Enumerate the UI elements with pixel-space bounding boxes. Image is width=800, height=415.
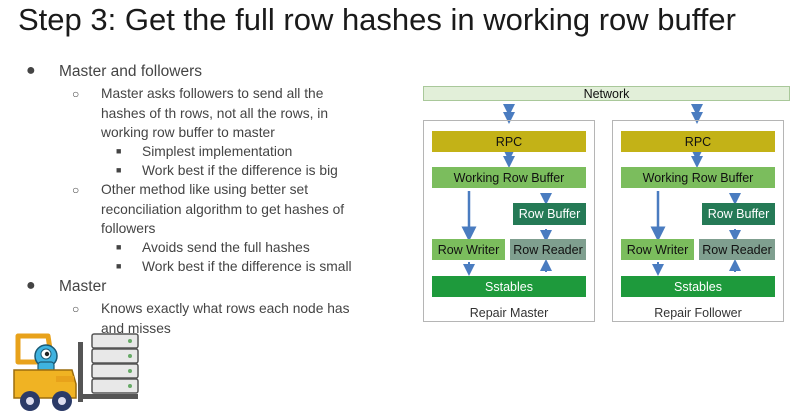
sstables-box: Sstables xyxy=(621,276,775,297)
row-writer-box: Row Writer xyxy=(432,239,505,260)
bullet-work-best-big: Work best if the difference is big xyxy=(142,163,338,178)
forklift-robot-icon xyxy=(13,333,139,411)
bullet-marker: ○ xyxy=(72,183,80,197)
bullet-marker: ○ xyxy=(72,302,80,316)
row-buffer-box: Row Buffer xyxy=(513,203,586,225)
bullet-work-best-small: Work best if the difference is small xyxy=(142,259,352,274)
bullet-text-line: Knows exactly what rows each node has xyxy=(101,301,350,316)
bullet-marker: ■ xyxy=(116,261,122,271)
repair-master-node: Repair Master xyxy=(423,120,595,322)
bullet-marker: ● xyxy=(26,277,36,294)
node-label: Repair Master xyxy=(469,306,549,320)
bullet-master: Master xyxy=(59,278,107,295)
bullet-text-line: working row buffer to master xyxy=(101,125,275,140)
server-stack-icon xyxy=(91,333,139,394)
bullet-marker: ■ xyxy=(116,146,122,156)
bullet-marker: ■ xyxy=(116,242,122,252)
row-buffer-box: Row Buffer xyxy=(702,203,775,225)
bullet-text-line: and misses xyxy=(101,320,171,336)
repair-follower-node: Repair Follower xyxy=(612,120,784,322)
bullet-marker: ○ xyxy=(72,87,80,101)
follower-arrows xyxy=(650,104,741,276)
bullet-marker: ■ xyxy=(116,165,122,175)
bullet-master-and-followers: Master and followers xyxy=(59,63,203,80)
bullet-text-line: hashes of th rows, not all the rows, in xyxy=(101,105,328,121)
rpc-box: RPC xyxy=(621,131,775,152)
bullet-marker: ● xyxy=(26,62,36,79)
row-writer-box: Row Writer xyxy=(621,239,694,260)
bullet-text-line: Other method like using better set xyxy=(101,182,309,197)
master-arrows xyxy=(461,104,552,276)
network-bar: Network xyxy=(423,86,790,101)
working-row-buffer-box: Working Row Buffer xyxy=(432,167,586,188)
row-reader-box: Row Reader xyxy=(699,239,775,260)
rpc-box: RPC xyxy=(432,131,586,152)
sstables-box: Sstables xyxy=(432,276,586,297)
bullet-text-line: followers xyxy=(101,221,156,236)
bullet-avoids-send: Avoids send the full hashes xyxy=(142,240,310,255)
working-row-buffer-box: Working Row Buffer xyxy=(621,167,775,188)
node-label: Repair Follower xyxy=(654,306,742,320)
row-reader-box: Row Reader xyxy=(510,239,586,260)
bullet-text-line: reconciliation algorithm to get hashes o… xyxy=(101,201,345,217)
bullet-text-line: Master asks followers to send all the xyxy=(101,86,324,101)
bullet-simplest-implementation: Simplest implementation xyxy=(142,144,293,159)
page-title: Step 3: Get the full row hashes in worki… xyxy=(18,2,736,37)
